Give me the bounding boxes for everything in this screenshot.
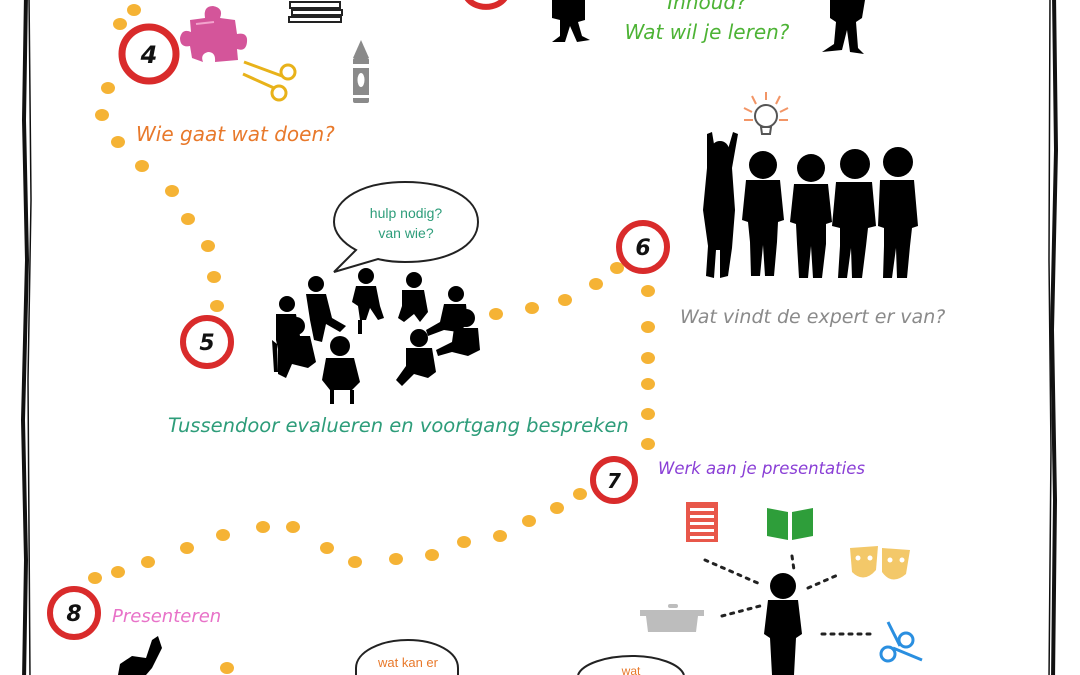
step-badge-8: 8 bbox=[47, 586, 101, 640]
path-dot bbox=[201, 240, 215, 252]
seated-person-4 bbox=[398, 272, 428, 322]
path-dot bbox=[111, 136, 125, 148]
step-badge-top-partial bbox=[464, 0, 508, 10]
path-dot bbox=[101, 82, 115, 94]
label-wie-gaat-wat-doen: Wie gaat wat doen? bbox=[136, 122, 335, 146]
path-dot bbox=[95, 109, 109, 121]
step-number-6: 6 bbox=[635, 236, 650, 261]
presenter-child-silhouette bbox=[764, 573, 802, 675]
document-icon bbox=[686, 502, 718, 542]
speech-bubble-help: hulp nodig? van wie? bbox=[332, 180, 480, 273]
path-dot bbox=[489, 308, 503, 320]
puzzle-icon bbox=[180, 6, 248, 62]
speech-bubble-line1: hulp nodig? bbox=[370, 205, 443, 221]
seated-person-9 bbox=[278, 317, 316, 378]
speech-bubble-bottom-1-text: wat kan er bbox=[377, 655, 439, 670]
group-circle-silhouettes bbox=[272, 268, 480, 404]
label-werk-aan-presentaties: Werk aan je presentaties bbox=[658, 459, 865, 478]
path-dot bbox=[525, 302, 539, 314]
path-dot bbox=[88, 572, 102, 584]
speech-bubble-bottom-2: wat bbox=[577, 654, 685, 675]
child-four bbox=[832, 149, 876, 278]
scissors-icon bbox=[242, 60, 297, 102]
path-dot bbox=[457, 536, 471, 548]
path-dot bbox=[348, 556, 362, 568]
path-dot bbox=[256, 521, 270, 533]
child-two bbox=[742, 151, 784, 276]
step-badge-5: 5 bbox=[180, 315, 234, 369]
step-badge-6: 6 bbox=[616, 220, 670, 274]
scissors-icon-blue bbox=[879, 621, 923, 663]
option-dotted-lines bbox=[703, 554, 876, 636]
figure-with-options bbox=[703, 554, 876, 675]
path-dot bbox=[641, 321, 655, 333]
path-dot bbox=[389, 553, 403, 565]
path-dot bbox=[550, 502, 564, 514]
speech-bubble-bottom-1: wat kan er bbox=[355, 638, 459, 675]
theater-masks-icon bbox=[850, 546, 910, 580]
path-dot bbox=[113, 18, 127, 30]
path-dot bbox=[216, 529, 230, 541]
step-number-4: 4 bbox=[140, 41, 158, 69]
raised-hand-silhouette bbox=[118, 636, 162, 675]
seated-person-6 bbox=[436, 309, 480, 356]
label-tussendoor: Tussendoor evalueren en voortgang bespre… bbox=[168, 414, 629, 437]
step-badge-7: 7 bbox=[590, 456, 638, 504]
path-dot bbox=[127, 4, 141, 16]
child-arm-raised bbox=[703, 132, 738, 278]
step-number-7: 7 bbox=[607, 469, 621, 493]
open-book-icon bbox=[767, 508, 813, 540]
path-dot bbox=[522, 515, 536, 527]
path-dot bbox=[641, 352, 655, 364]
books-icon bbox=[288, 1, 343, 23]
speech-bubble-line2: van wie? bbox=[378, 225, 433, 241]
child-five bbox=[878, 147, 918, 278]
path-dot bbox=[181, 213, 195, 225]
dotted-path bbox=[88, 4, 655, 674]
path-dot bbox=[210, 300, 224, 312]
path-dot bbox=[220, 662, 234, 674]
path-dot bbox=[320, 542, 334, 554]
page-border bbox=[20, 0, 1059, 675]
child-silhouette-top-right bbox=[822, 0, 865, 54]
path-dot bbox=[641, 438, 655, 450]
label-expert: Wat vindt de expert er van? bbox=[680, 306, 945, 328]
path-dot bbox=[135, 160, 149, 172]
cooking-pot-icon bbox=[640, 604, 704, 632]
path-dot bbox=[111, 566, 125, 578]
step-badge-4: 4 bbox=[118, 23, 180, 85]
child-silhouette-top-left bbox=[552, 0, 590, 42]
path-dot bbox=[180, 542, 194, 554]
path-dot bbox=[641, 408, 655, 420]
label-wat-wil-je-leren: Wat wil je leren? bbox=[625, 20, 790, 44]
path-dot bbox=[286, 521, 300, 533]
child-three bbox=[790, 154, 832, 278]
lightbulb-icon bbox=[743, 92, 789, 135]
seated-person-8 bbox=[322, 336, 360, 404]
path-dot bbox=[493, 530, 507, 542]
path-dot bbox=[641, 285, 655, 297]
seated-person-7 bbox=[396, 329, 436, 386]
speech-bubble-bottom-2-text: wat bbox=[621, 664, 641, 675]
path-dot bbox=[165, 185, 179, 197]
label-presenteren: Presenteren bbox=[112, 606, 221, 627]
path-dot bbox=[610, 262, 624, 274]
seated-person-3 bbox=[352, 268, 384, 334]
children-row-silhouettes bbox=[703, 132, 918, 278]
step-number-8: 8 bbox=[66, 602, 81, 627]
crayon-icon bbox=[353, 40, 369, 103]
path-dot bbox=[425, 549, 439, 561]
path-dot bbox=[589, 278, 603, 290]
path-dot bbox=[573, 488, 587, 500]
label-inhoud: Inhoud? bbox=[667, 0, 747, 14]
seated-person-2 bbox=[306, 276, 346, 342]
path-dot bbox=[641, 378, 655, 390]
path-dot bbox=[558, 294, 572, 306]
path-dot bbox=[141, 556, 155, 568]
step-number-5: 5 bbox=[199, 331, 214, 356]
path-dot bbox=[207, 271, 221, 283]
